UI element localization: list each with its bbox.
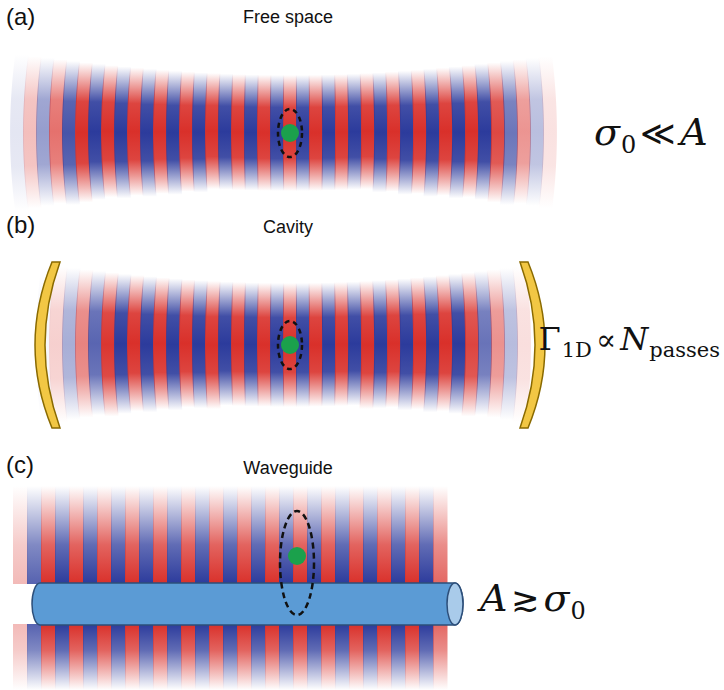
atom xyxy=(281,336,299,354)
panel-letter: (a) xyxy=(6,4,35,30)
math-symbol: N xyxy=(620,322,648,357)
math-operator: ≳ xyxy=(511,581,539,618)
math-operator: ≪ xyxy=(640,115,676,152)
light-field xyxy=(10,55,557,690)
panel-title: Cavity xyxy=(263,218,313,238)
math-symbol: A xyxy=(480,578,507,620)
panel-letter: (b) xyxy=(6,212,35,238)
panel-letter: (c) xyxy=(6,452,34,478)
panel-title: Waveguide xyxy=(243,459,332,479)
atom xyxy=(281,124,299,142)
formula: Γ1D∝Npasses xyxy=(539,322,720,357)
panel-title: Free space xyxy=(243,8,333,28)
cross-section xyxy=(278,109,302,157)
waveguide-cylinder xyxy=(32,583,463,625)
math-subscript: 1D xyxy=(562,339,592,362)
cross-section xyxy=(278,321,302,369)
atom xyxy=(288,547,306,565)
math-symbol: Γ xyxy=(539,322,561,357)
math-subscript: 0 xyxy=(570,598,585,624)
cross-section xyxy=(280,511,314,615)
math-subscript: passes xyxy=(649,339,720,362)
waveguide-end xyxy=(447,583,463,625)
math-symbol: σ xyxy=(543,578,569,620)
math-operator: ∝ xyxy=(596,323,616,356)
cavity-mirror xyxy=(35,262,60,428)
math-subscript: 0 xyxy=(621,132,636,158)
formula: A≳σ0 xyxy=(480,578,586,620)
formula: σ0≪A xyxy=(594,112,708,154)
math-symbol: A xyxy=(680,112,707,154)
math-symbol: σ xyxy=(594,112,620,154)
